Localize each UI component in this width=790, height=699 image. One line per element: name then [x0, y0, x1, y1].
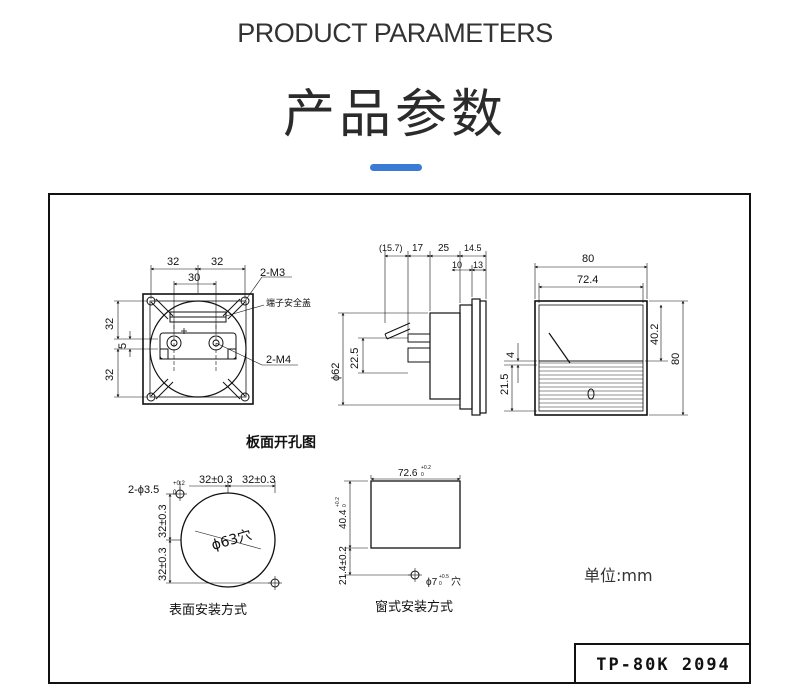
cutout-title: 板面开孔图: [246, 434, 316, 451]
svg-text:2-ϕ3.5: 2-ϕ3.5: [128, 484, 159, 496]
face-dim-lower: 21.5: [499, 374, 511, 395]
svg-text:72.6: 72.6: [398, 468, 418, 479]
svg-text:ϕ7: ϕ7: [426, 577, 438, 588]
front-label-m3: 2-M3: [260, 267, 285, 279]
side-dim-b: 17: [412, 243, 424, 254]
surface-dim-v2: 32±0.3: [157, 547, 169, 581]
svg-text:穴: 穴: [451, 575, 461, 588]
front-label-m4: 2-M4: [266, 354, 291, 366]
face-dim-win-h: 40.2: [649, 324, 661, 345]
window-mount-view: [344, 475, 461, 582]
front-dim-inner: 30: [188, 272, 200, 284]
window-dim-lower: 21.4±0.2: [338, 546, 349, 585]
surface-hole-label: 2-ϕ3.5 +0.2 0: [128, 481, 186, 496]
svg-text:0: 0: [421, 472, 424, 478]
front-dim-left-mid: 5: [117, 343, 129, 349]
window-caption: 窗式安装方式: [375, 599, 453, 615]
front-dim-top-right: 32: [211, 256, 223, 268]
side-dim-a: (15.7): [379, 243, 403, 253]
drawing-frame: [48, 193, 751, 684]
surface-dim-h2: 32±0.3: [242, 474, 276, 486]
face-dim-height: 80: [670, 353, 682, 365]
side-view: [338, 251, 487, 416]
title-accent-bar: [370, 164, 422, 171]
side-dim-f: 13: [473, 260, 483, 270]
svg-text:0: 0: [173, 490, 177, 496]
window-dim-height: 40.4 +0.2 0: [335, 497, 349, 529]
title-chinese: 产品参数: [282, 85, 507, 145]
face-dim-width: 80: [582, 253, 594, 265]
face-dim-window: 72.4: [577, 274, 598, 286]
surface-dim-v1: 32±0.3: [157, 504, 169, 538]
svg-text:0: 0: [439, 581, 442, 587]
svg-text:+0.5: +0.5: [439, 574, 449, 580]
side-dim-h: 22.5: [349, 348, 361, 369]
face-dim-gap: 4: [505, 352, 517, 358]
svg-text:+0.2: +0.2: [173, 481, 186, 487]
face-view: [504, 263, 688, 416]
surface-dim-h1: 32±0.3: [199, 474, 233, 486]
side-dim-e: 10: [452, 260, 462, 270]
svg-text:0: 0: [342, 504, 348, 507]
front-dim-top-left: 32: [167, 256, 179, 268]
window-hole-label: ϕ7 +0.5 0 穴: [426, 574, 461, 588]
svg-text:40.4: 40.4: [338, 509, 349, 529]
surface-mount-view: [166, 481, 282, 590]
model-number-box: TP-80K 2094: [574, 643, 751, 684]
side-dim-c: 25: [438, 243, 450, 254]
front-label-cover: 端子安全盖: [266, 297, 311, 309]
side-dim-phi: ϕ62: [330, 363, 342, 381]
svg-text:+0.2: +0.2: [421, 465, 431, 471]
window-dim-width: 72.6 +0.2 0: [398, 465, 431, 479]
surface-caption: 表面安装方式: [169, 602, 247, 618]
svg-text:+0.2: +0.2: [335, 497, 341, 507]
title-english: PRODUCT PARAMETERS: [237, 18, 553, 48]
front-dim-left-bottom: 32: [104, 369, 116, 381]
technical-drawing: 32 32 30 32 5 32 2-M3 端子安全盖 2-M4: [104, 243, 688, 618]
front-dim-left-top: 32: [104, 318, 116, 330]
side-dim-d: 14.5: [464, 243, 482, 253]
surface-hole-center: ϕ63穴: [210, 527, 254, 554]
unit-label: 单位:mm: [584, 566, 653, 585]
front-view: [114, 265, 298, 405]
